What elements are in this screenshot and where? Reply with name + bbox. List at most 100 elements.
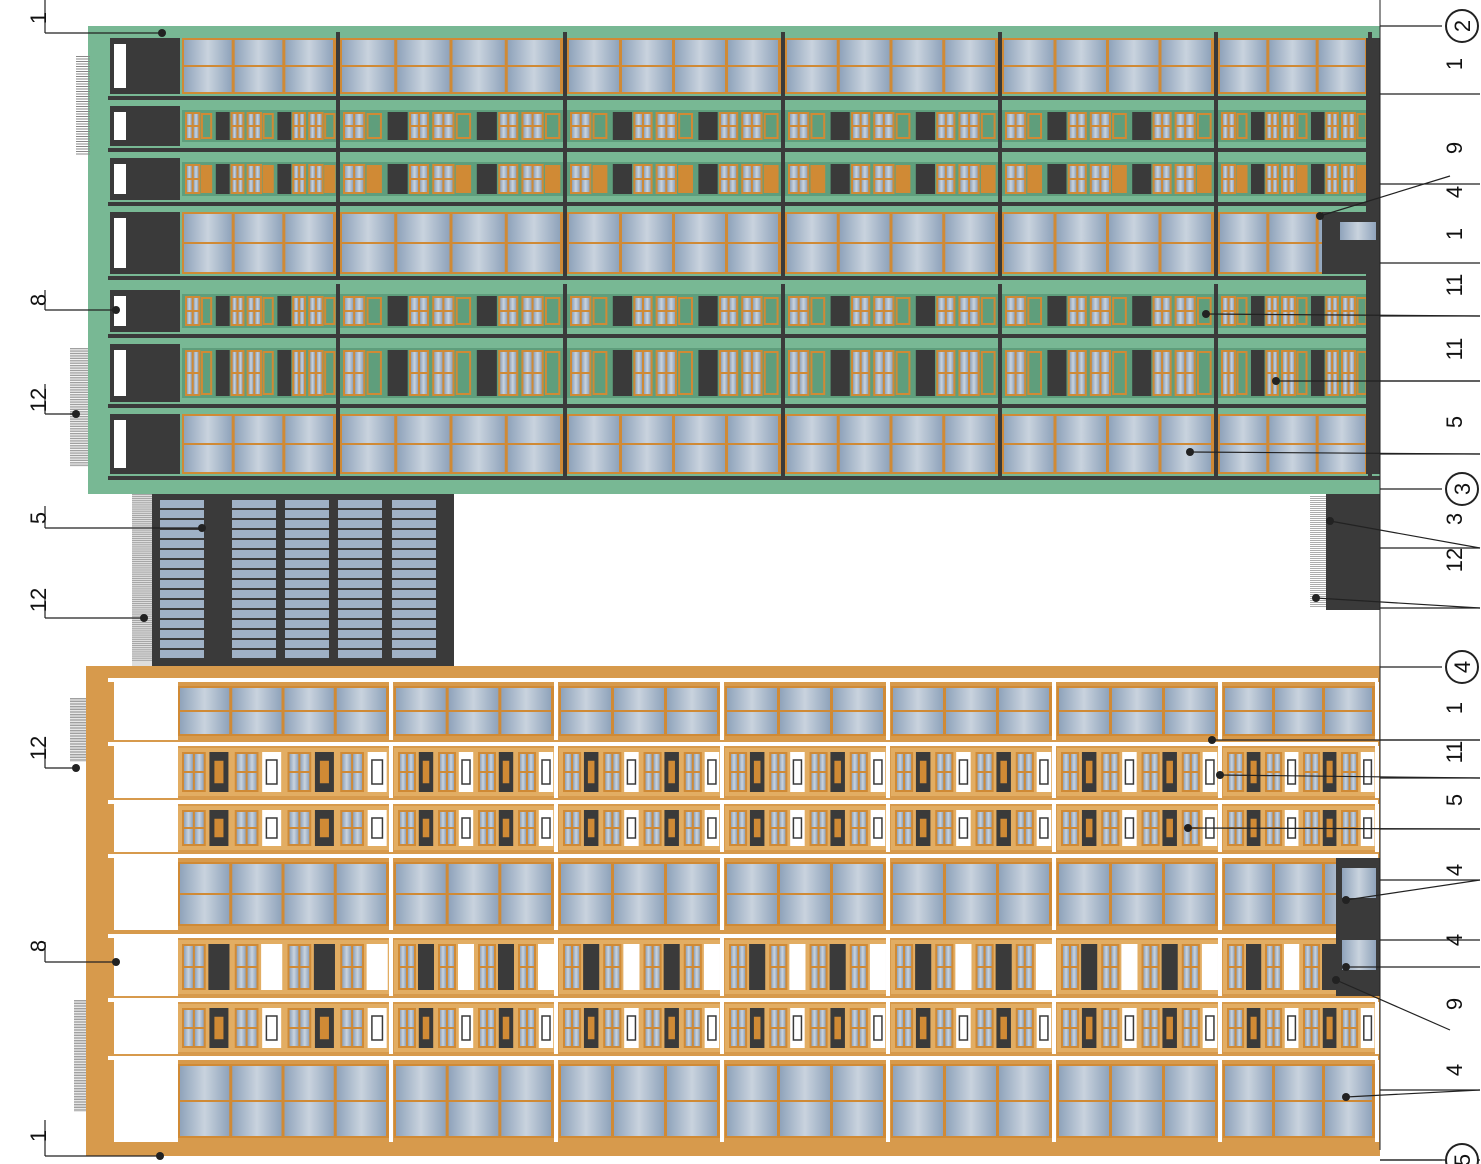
wing-window-pane <box>338 530 382 538</box>
window-pane <box>411 127 419 138</box>
hatch-line <box>76 126 90 127</box>
window-pane <box>500 352 508 372</box>
callout-dot <box>1202 310 1210 318</box>
window <box>851 296 871 326</box>
window-pane <box>1333 312 1337 324</box>
hatch-line <box>1310 590 1326 591</box>
window <box>935 810 954 846</box>
window-pane <box>1186 166 1194 178</box>
window-pane <box>779 812 786 827</box>
window-pane <box>573 1010 580 1027</box>
lower-floor-row <box>108 934 1379 996</box>
window-pane <box>1269 214 1316 242</box>
pier <box>1214 284 1218 338</box>
leader-line <box>1315 597 1481 609</box>
hatch-line <box>132 550 154 552</box>
window-pane <box>1063 1029 1070 1046</box>
loggia-door <box>829 944 846 990</box>
balcony-glass <box>626 759 637 785</box>
balcony-panel <box>1356 297 1368 325</box>
window-pane <box>501 1102 551 1136</box>
balcony-glass <box>212 759 225 785</box>
window <box>643 944 662 990</box>
hatch-line <box>70 458 88 460</box>
window-pane <box>336 895 386 924</box>
window <box>1141 810 1160 846</box>
hatch-line <box>76 146 90 147</box>
window <box>246 164 262 194</box>
window-pane <box>345 352 354 372</box>
window <box>287 810 312 846</box>
window-pane <box>509 166 517 178</box>
window <box>958 350 980 396</box>
hatch-line <box>70 431 88 433</box>
window-pane <box>509 298 517 310</box>
window-pane <box>285 214 333 242</box>
window-pane <box>1154 298 1162 310</box>
balcony-door <box>458 752 474 792</box>
window-pane <box>1327 114 1332 125</box>
hatch-line <box>74 1001 86 1003</box>
loggia-door <box>955 944 972 990</box>
wing-window-pane <box>232 510 276 518</box>
window-pane <box>1078 352 1085 372</box>
window-pane <box>1007 180 1015 192</box>
pier <box>389 858 393 930</box>
glazing-band <box>394 1064 554 1138</box>
window-pane <box>771 773 778 790</box>
window <box>1221 112 1236 140</box>
window-pane <box>480 754 486 771</box>
pier <box>1052 1002 1056 1054</box>
window-pane <box>1289 180 1294 192</box>
window-pane <box>1229 312 1234 324</box>
window-pane <box>480 1010 486 1027</box>
window-pane <box>452 244 505 272</box>
wing-window-pane <box>338 590 382 598</box>
wing-window-pane <box>160 540 204 548</box>
pier <box>563 408 567 480</box>
callout-label: 1 <box>1442 228 1467 240</box>
hatch-line <box>76 141 90 142</box>
window-pane <box>533 166 542 178</box>
window-pane <box>1063 829 1070 844</box>
hatch-line <box>74 1009 86 1011</box>
hatch-line <box>132 512 154 514</box>
window-pane <box>622 416 672 443</box>
window-pane <box>645 968 652 988</box>
window-pane <box>1143 1029 1150 1046</box>
hatch-line <box>70 392 88 393</box>
hatch-line <box>132 634 154 636</box>
hatch-line <box>1310 524 1326 525</box>
wing-window-pane <box>338 570 382 578</box>
upper-floor-row <box>108 152 1380 206</box>
window-pane <box>533 352 542 372</box>
end-wall-opening <box>114 350 126 396</box>
window-pane <box>310 180 315 192</box>
balcony-glass <box>998 1015 1009 1041</box>
window-pane <box>875 298 883 310</box>
pier <box>781 206 785 280</box>
window-pane <box>440 829 446 844</box>
window-pane <box>614 688 664 710</box>
window-pane <box>787 67 837 92</box>
window-pane <box>1165 864 1215 893</box>
hatch-line <box>74 1003 86 1004</box>
glazing-band <box>785 38 998 94</box>
hatch-line <box>76 81 90 82</box>
window <box>849 944 868 990</box>
balcony-door <box>583 752 599 792</box>
window-pane <box>520 946 526 966</box>
hatch-line <box>132 596 154 598</box>
hatch-line <box>1310 508 1326 509</box>
window-pane <box>779 1010 786 1027</box>
hatch-line <box>132 649 154 651</box>
hatch-line <box>74 1024 86 1025</box>
window <box>1265 296 1279 326</box>
window-pane <box>622 67 672 92</box>
window-pane <box>1225 864 1272 893</box>
balcony-glass <box>707 759 717 785</box>
hatch-line <box>132 601 154 602</box>
window-pane <box>851 1010 858 1027</box>
window-pane <box>1274 812 1281 827</box>
window-pane <box>1111 946 1118 966</box>
